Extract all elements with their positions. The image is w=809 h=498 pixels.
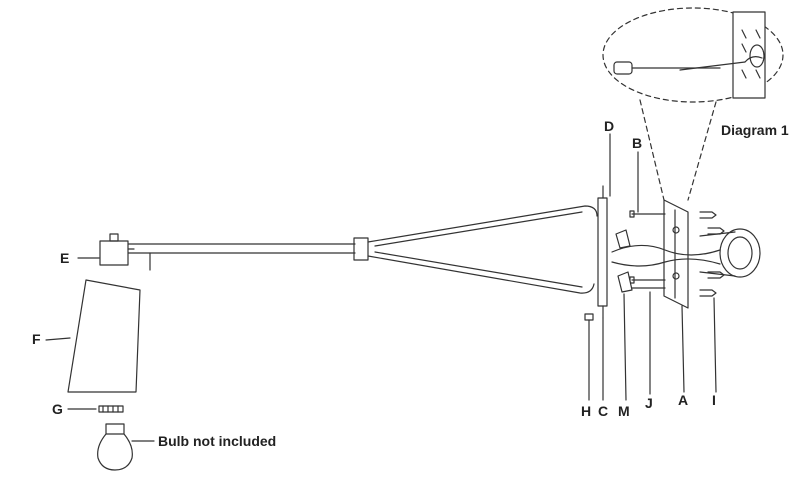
screws-b	[629, 210, 666, 289]
wire-nuts-m	[615, 229, 633, 293]
label-h: H	[581, 403, 591, 419]
label-f: F	[32, 331, 41, 347]
leader-lines	[45, 133, 717, 442]
mounting-plate-a	[663, 199, 689, 309]
bulb-note: Bulb not included	[158, 433, 276, 449]
label-i: I	[712, 392, 716, 408]
nut-h	[584, 313, 594, 321]
inset-diagram-1	[602, 7, 784, 201]
socket-e	[99, 233, 135, 266]
label-e: E	[60, 250, 69, 266]
lamp-arm	[127, 205, 598, 294]
backplate-d	[597, 185, 608, 319]
label-j: J	[645, 395, 653, 411]
label-c: C	[598, 403, 608, 419]
screws-i	[699, 211, 725, 297]
shade-f	[67, 279, 141, 393]
shade-ring-g	[98, 405, 124, 413]
part-labels: E F G D B H C M J A I Diagram 1 Bulb not…	[32, 118, 789, 449]
bulb	[97, 423, 133, 471]
label-b: B	[632, 135, 642, 151]
label-g: G	[52, 401, 63, 417]
inset-caption: Diagram 1	[721, 122, 789, 138]
junction-box	[699, 228, 761, 278]
label-a: A	[678, 392, 688, 408]
label-d: D	[604, 118, 614, 134]
label-m: M	[618, 403, 630, 419]
